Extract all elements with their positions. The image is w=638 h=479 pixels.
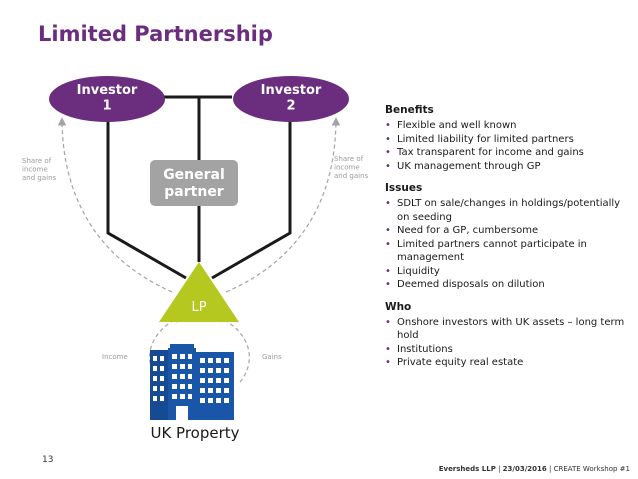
bullet-item: • Institutions — [385, 343, 630, 357]
share-right-label-line: and gains — [334, 172, 369, 180]
bullet-item: • UK management through GP — [385, 160, 630, 174]
bullet-item: • Limited partners cannot participate in … — [385, 238, 630, 265]
general-partner-label-line: partner — [164, 184, 224, 200]
connector-investor1-lp — [106, 120, 187, 280]
bullet-text: Private equity real estate — [397, 357, 524, 368]
bullet-text: Tax transparent for income and gains — [397, 147, 584, 158]
bullet-text: Onshore investors with UK assets – long … — [397, 316, 625, 342]
bullet-icon: • — [385, 316, 391, 328]
arrow-share-left — [57, 117, 173, 293]
share-right-label-line: Share of — [334, 155, 364, 163]
bullet-item: • Private equity real estate — [385, 356, 630, 370]
bullet-icon: • — [385, 357, 391, 368]
footer-separator-2: | — [548, 465, 554, 473]
investor2-label-line: Investor — [261, 83, 322, 98]
footer-separator-1: | — [498, 465, 503, 473]
bullet-text: Flexible and well known — [397, 120, 517, 131]
issues-list: • SDLT on sale/changes in holdings/potent… — [385, 197, 630, 292]
bullet-item: • SDLT on sale/changes in holdings/potent… — [385, 197, 630, 224]
bullet-icon: • — [385, 133, 391, 145]
bullet-text: Need for a GP, cumbersome — [397, 225, 539, 236]
who-section: Who • Onshore investors with UK assets – … — [385, 301, 630, 370]
bullet-text: SDLT on sale/changes in holdings/potenti… — [397, 198, 621, 223]
bullet-item: • Flexible and well known — [385, 119, 630, 133]
investor1-label-line: Investor — [77, 83, 138, 98]
who-list: • Onshore investors with UK assets – long… — [385, 316, 630, 370]
bullet-item: • Onshore investors with UK assets – long… — [385, 316, 630, 343]
share-left-label-line: and gains — [22, 174, 57, 182]
bullet-icon: • — [385, 225, 391, 236]
bullet-item: • Liquidity — [385, 265, 630, 279]
share-left-label-line: income — [22, 165, 48, 173]
benefits-section: Benefits • Flexible and well known • Limite… — [385, 104, 630, 173]
bullet-icon: • — [385, 238, 391, 250]
connector-investor2-lp — [211, 120, 292, 280]
general-partner-node — [150, 160, 238, 206]
investor1-node — [49, 76, 165, 122]
bullet-icon: • — [385, 265, 391, 277]
benefits-heading: Benefits — [385, 104, 434, 116]
benefits-list: • Flexible and well known • Limited liabili… — [385, 119, 630, 173]
lp-node — [159, 262, 239, 322]
bullet-item: • Limited liability for limited partners — [385, 133, 630, 147]
uk-property-label: UK Property — [150, 424, 239, 442]
bullet-icon: • — [385, 343, 391, 355]
info-panel: Benefits • Flexible and well known • Limite… — [385, 104, 630, 379]
share-right-label-line: income — [334, 163, 360, 171]
bullet-item: • Tax transparent for income and gains — [385, 146, 630, 160]
arrow-share-right — [225, 117, 341, 293]
investor2-node — [233, 76, 349, 122]
footer-date: 23/03/2016 — [502, 465, 547, 473]
share-left-label-line: Share of — [22, 157, 52, 165]
bullet-icon: • — [385, 160, 391, 172]
bullet-icon: • — [385, 120, 391, 131]
general-partner-label-line: General — [163, 167, 225, 183]
lp-label: LP — [191, 300, 206, 315]
income-label: Income — [102, 353, 128, 361]
building-icon — [150, 344, 234, 420]
bullet-text: UK management through GP — [397, 160, 541, 172]
slide-title: Limited Partnership — [38, 22, 273, 46]
footer-event: CREATE Workshop #1 — [553, 465, 630, 473]
bullet-item: • Deemed disposals on dilution — [385, 278, 630, 292]
bullet-text: Liquidity — [397, 265, 440, 277]
bullet-text: Limited liability for limited partners — [397, 133, 574, 145]
bullet-icon: • — [385, 147, 391, 158]
page-number: 13 — [42, 455, 54, 465]
investor1-label-line: 1 — [102, 99, 111, 114]
issues-section: Issues • SDLT on sale/changes in holdings… — [385, 182, 630, 292]
investor2-label-line: 2 — [286, 99, 295, 114]
bullet-text: Limited partners cannot participate in m… — [397, 238, 587, 264]
bullet-icon: • — [385, 198, 391, 209]
bullet-text: Deemed disposals on dilution — [397, 279, 545, 290]
bullet-item: • Need for a GP, cumbersome — [385, 224, 630, 238]
who-heading: Who — [385, 300, 412, 313]
gains-label: Gains — [262, 353, 282, 361]
footer-firm: Eversheds LLP — [438, 465, 496, 473]
bullet-text: Institutions — [397, 343, 453, 355]
bullet-icon: • — [385, 279, 391, 290]
issues-heading: Issues — [385, 182, 423, 194]
footer: Eversheds LLP | 23/03/2016 | CREATE Work… — [439, 465, 630, 473]
